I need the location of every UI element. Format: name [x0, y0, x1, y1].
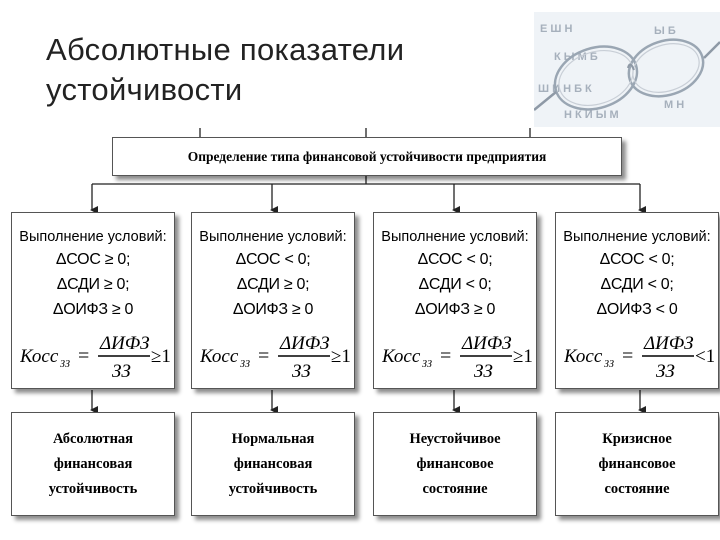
- result-line-3: устойчивость: [48, 480, 138, 497]
- result-line-2: финансовая: [233, 455, 313, 472]
- conditions-heading: Выполнение условий:: [19, 229, 167, 245]
- result-line-3: состояние: [422, 480, 488, 497]
- result-box-2: Нормальная финансовая устойчивость: [191, 412, 355, 516]
- formula-lhs: Косс: [200, 346, 239, 367]
- result-line-3: состояние: [604, 480, 670, 497]
- svg-text:М Н: М Н: [664, 99, 684, 111]
- formula-lhs: Косс: [20, 346, 59, 367]
- formula-numerator: ΔИФЗ: [643, 333, 694, 354]
- result-line-3: устойчивость: [228, 480, 318, 497]
- formula-lhs: Косс: [564, 346, 603, 367]
- formula-equals: =: [622, 345, 633, 367]
- formula-lhs-subscript: ЗЗ: [422, 359, 432, 370]
- condition-1: ΔСОС < 0;: [599, 251, 675, 268]
- conditions-box-1: Выполнение условий: ΔСОС ≥ 0; ΔСДИ ≥ 0; ΔОИ…: [11, 212, 175, 389]
- condition-2: ΔСДИ < 0;: [418, 276, 492, 293]
- svg-text:Ш И Н Б К: Ш И Н Б К: [538, 83, 592, 95]
- formula-denominator: ЗЗ: [656, 361, 675, 381]
- result-line-1: Абсолютная: [52, 430, 134, 447]
- result-box-4: Кризисное финансовое состояние: [555, 412, 719, 516]
- result-line-1: Нормальная: [231, 430, 315, 447]
- formula-lhs: Косс: [382, 346, 421, 367]
- slide-title: Абсолютные показатели устойчивости: [46, 30, 516, 110]
- formula-numerator: ΔИФЗ: [279, 333, 330, 354]
- result-line-1: Неустойчивое: [409, 430, 501, 447]
- condition-3: ΔОИФЗ ≥ 0: [414, 301, 496, 318]
- conditions-box-3: Выполнение условий: ΔСОС < 0; ΔСДИ < 0; ΔОИ…: [373, 212, 537, 389]
- svg-text:Н К И Ы М: Н К И Ы М: [564, 109, 619, 121]
- formula-lhs-subscript: ЗЗ: [604, 359, 614, 370]
- condition-1: ΔСОС ≥ 0;: [55, 251, 131, 268]
- conditions-box-4: Выполнение условий: ΔСОС < 0; ΔСДИ < 0; ΔОИ…: [555, 212, 719, 389]
- condition-1: ΔСОС < 0;: [417, 251, 493, 268]
- formula-denominator: ЗЗ: [474, 361, 493, 381]
- slide-title-line-1: Абсолютные показатели: [46, 32, 405, 67]
- formula-denominator: ЗЗ: [112, 361, 131, 381]
- result-line-2: финансовая: [53, 455, 133, 472]
- condition-3: ΔОИФЗ ≥ 0: [52, 301, 134, 318]
- formula-lhs-subscript: ЗЗ: [240, 359, 250, 370]
- condition-3: ΔОИФЗ ≥ 0: [232, 301, 314, 318]
- conditions-box-2: Выполнение условий: ΔСОС < 0; ΔСДИ ≥ 0; ΔОИ…: [191, 212, 355, 389]
- condition-1: ΔСОС < 0;: [235, 251, 311, 268]
- result-box-1: Абсолютная финансовая устойчивость: [11, 412, 175, 516]
- glasses-on-eye-chart-icon: Е Ш Н К Ы М Б Ш И Н Б К Н К И Ы М Ы Б М …: [534, 12, 720, 127]
- formula-lhs-subscript: ЗЗ: [60, 359, 70, 370]
- formula-equals: =: [258, 345, 269, 367]
- formula-equals: =: [440, 345, 451, 367]
- svg-text:Е Ш Н: Е Ш Н: [540, 23, 573, 35]
- formula-relation: ≥1: [151, 346, 170, 367]
- conditions-heading: Выполнение условий:: [199, 229, 347, 245]
- result-line-1: Кризисное: [602, 430, 672, 447]
- condition-3: ΔОИФЗ < 0: [596, 301, 678, 318]
- result-box-3: Неустойчивое финансовое состояние: [373, 412, 537, 516]
- conditions-heading: Выполнение условий:: [381, 229, 529, 245]
- formula-denominator: ЗЗ: [292, 361, 311, 381]
- formula-numerator: ΔИФЗ: [99, 333, 150, 354]
- financial-stability-type-box: Определение типа финансовой устойчивости…: [112, 137, 622, 176]
- conditions-heading: Выполнение условий:: [563, 229, 711, 245]
- formula-relation: ≥1: [513, 346, 532, 367]
- condition-2: ΔСДИ ≥ 0;: [236, 276, 310, 293]
- slide-title-line-2: устойчивости: [46, 72, 243, 107]
- formula-equals: =: [78, 345, 89, 367]
- formula-numerator: ΔИФЗ: [461, 333, 512, 354]
- condition-2: ΔСДИ ≥ 0;: [56, 276, 130, 293]
- condition-2: ΔСДИ < 0;: [600, 276, 674, 293]
- svg-text:Ы Б: Ы Б: [654, 25, 676, 37]
- glasses-photo: Е Ш Н К Ы М Б Ш И Н Б К Н К И Ы М Ы Б М …: [534, 12, 720, 127]
- formula-relation: <1: [695, 346, 714, 367]
- result-line-2: финансовое: [416, 455, 494, 472]
- formula-relation: ≥1: [331, 346, 350, 367]
- result-line-2: финансовое: [598, 455, 676, 472]
